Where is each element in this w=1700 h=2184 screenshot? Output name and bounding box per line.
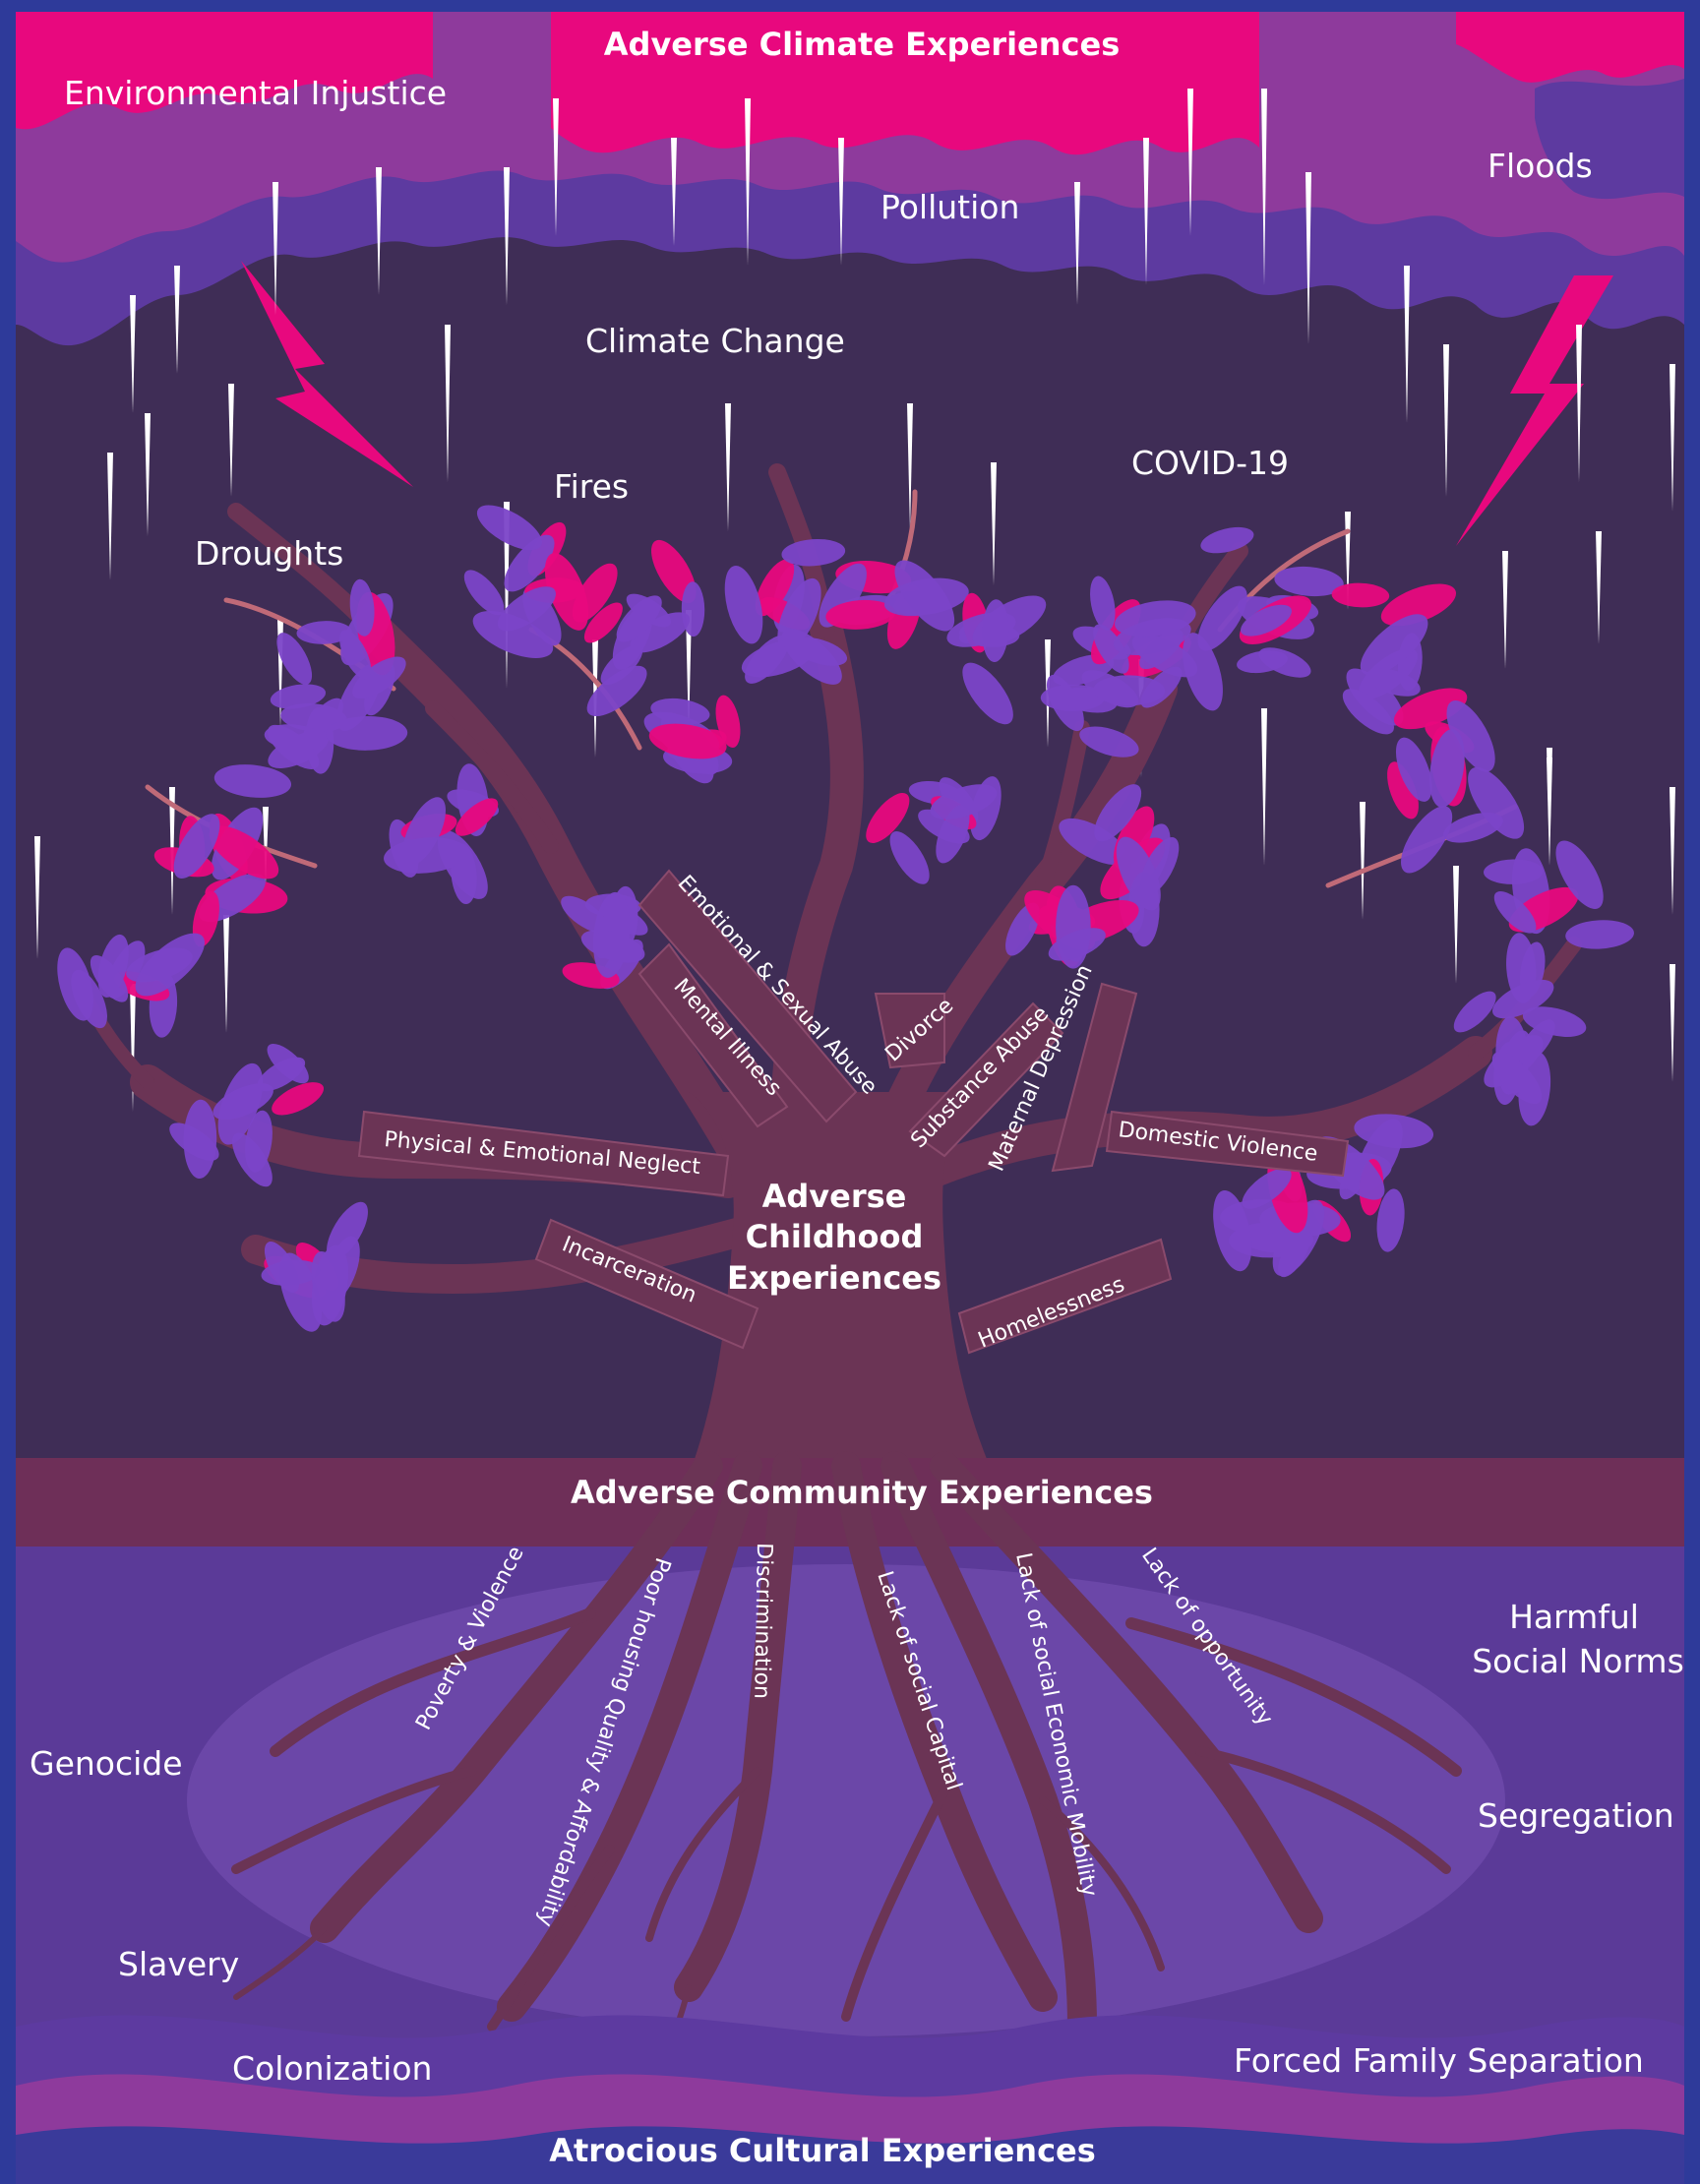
label-pollution: Pollution xyxy=(880,188,1019,226)
root-label-discrimination: Discrimination xyxy=(749,1543,776,1699)
label-forced-family-separation: Forced Family Separation xyxy=(1234,2041,1644,2080)
cultural-header: Atrocious Cultural Experiences xyxy=(549,2132,1096,2169)
label-harmful-norms-line-2: Social Norms xyxy=(1472,1642,1684,1680)
label-genocide: Genocide xyxy=(30,1744,183,1783)
label-environmental-injustice: Environmental Injustice xyxy=(64,74,447,112)
label-slavery: Slavery xyxy=(118,1945,239,1983)
label-fires: Fires xyxy=(554,467,629,506)
label-covid-19: COVID-19 xyxy=(1131,444,1289,482)
childhood-header-line-3: Experiences xyxy=(727,1259,941,1297)
label-droughts: Droughts xyxy=(195,534,343,573)
climate-header: Adverse Climate Experiences xyxy=(604,26,1120,63)
label-harmful-norms-line-1: Harmful xyxy=(1509,1598,1639,1636)
community-header: Adverse Community Experiences xyxy=(571,1474,1153,1511)
label-floods: Floods xyxy=(1488,147,1593,185)
label-colonization: Colonization xyxy=(232,2049,432,2088)
childhood-header-line-2: Childhood xyxy=(746,1218,924,1255)
label-climate-change: Climate Change xyxy=(585,322,845,360)
label-segregation: Segregation xyxy=(1478,1796,1674,1835)
childhood-header-line-1: Adverse xyxy=(762,1178,907,1215)
